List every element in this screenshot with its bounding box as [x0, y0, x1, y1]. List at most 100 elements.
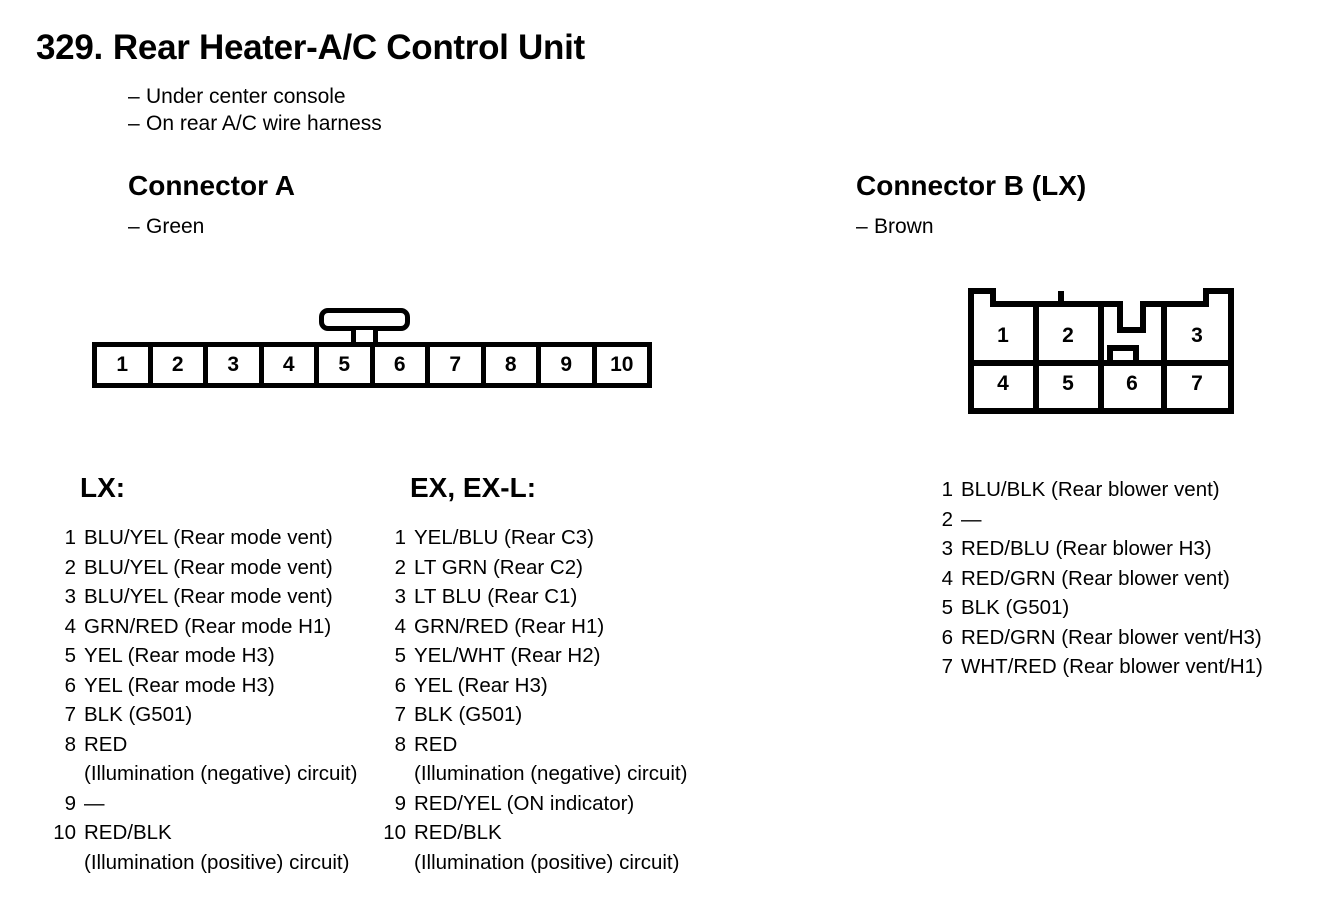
pin-number: 10	[383, 821, 406, 844]
ex-list-heading: EX, EX-L:	[410, 472, 537, 503]
pin-description: RED/GRN (Rear blower vent)	[961, 566, 1230, 590]
pin-description: RED	[84, 732, 128, 756]
pin-number: 8	[64, 732, 76, 756]
pin-row: 9—	[48, 789, 378, 819]
pin-number: 6	[394, 673, 406, 697]
pin-description: BLU/YEL (Rear mode vent)	[84, 555, 333, 579]
pin-description: GRN/RED (Rear H1)	[414, 614, 605, 638]
pin-row: 10 RED/BLK	[48, 818, 378, 848]
connector-a-pin: 3	[208, 347, 259, 383]
pin-number: 4	[64, 614, 76, 638]
connector-b-heading: Connector B (LX)	[856, 170, 1087, 201]
pin-row: 8 RED	[48, 730, 378, 760]
connector-b-color-note: –Brown	[856, 215, 934, 239]
pin-number: 3	[941, 537, 953, 560]
pin-row: 4 GRN/RED (Rear mode H1)	[48, 612, 378, 642]
pin-description: RED	[414, 732, 458, 756]
page-title: 329.Rear Heater-A/C Control Unit	[36, 28, 585, 68]
connector-a-pin: 10	[596, 347, 647, 383]
pin-number: 7	[394, 703, 406, 726]
pin-row: 9 RED/YEL (ON indicator)	[378, 789, 718, 819]
pin-row: 2—	[925, 505, 1295, 535]
pin-row: 2 LT GRN (Rear C2)	[378, 553, 718, 583]
connector-b-pin: 4	[997, 372, 1009, 395]
notes-list: –Under center console –On rear A/C wire …	[128, 83, 382, 137]
pin-number: 6	[941, 625, 953, 649]
pin-number: 6	[64, 673, 76, 697]
connector-a-pin: 4	[263, 347, 314, 383]
pin-description: BLK (G501)	[84, 703, 193, 726]
pin-description: YEL (Rear mode H3)	[84, 644, 275, 667]
pin-number: 9	[394, 791, 406, 815]
pin-row: 5 BLK (G501)	[925, 593, 1295, 623]
pin-row: 8 RED	[378, 730, 718, 760]
pin-number: 9	[64, 791, 76, 815]
pin-row: 7 BLK (G501)	[378, 700, 718, 730]
pin-number: 2	[64, 555, 76, 579]
pin-number: 5	[394, 644, 406, 667]
pin-description: BLK (G501)	[961, 596, 1070, 619]
connector-a-pin: 2	[152, 347, 203, 383]
pin-number: 4	[394, 614, 406, 638]
pin-description: BLK (G501)	[414, 703, 523, 726]
connector-a-diagram: 1 2 3 4 5 6 7 8 9 10	[92, 308, 652, 388]
pin-number: 2	[394, 555, 406, 579]
pin-description: LT BLU (Rear C1)	[414, 585, 578, 608]
pin-description: YEL/WHT (Rear H2)	[414, 644, 601, 667]
pin-number: 3	[64, 585, 76, 608]
note-item: –On rear A/C wire harness	[128, 110, 382, 137]
latch-tab-bar	[319, 308, 410, 331]
connector-b-diagram: 1 2 3 4 5 6 7	[968, 288, 1234, 414]
connector-b-pin: 1	[997, 324, 1009, 347]
pin-row: 3 RED/BLU (Rear blower H3)	[925, 534, 1295, 564]
pin-description-continued: (Illumination (negative) circuit)	[414, 762, 688, 785]
pin-description: BLU/YEL (Rear mode vent)	[84, 526, 333, 549]
connector-a-color-note: –Green	[128, 215, 204, 239]
pin-description-continued: (Illumination (negative) circuit)	[84, 762, 358, 785]
pin-number: 3	[394, 585, 406, 608]
lx-list-heading: LX:	[80, 472, 126, 503]
connector-a-latch-tab	[319, 308, 410, 352]
pin-description: YEL/BLU (Rear C3)	[414, 526, 595, 549]
pin-description: LT GRN (Rear C2)	[414, 555, 583, 579]
connector-a-pin: 6	[374, 347, 425, 383]
pin-number: 7	[64, 703, 76, 726]
connector-a-pin: 8	[485, 347, 536, 383]
pin-description: RED/BLK	[414, 821, 502, 844]
connector-a-body: 1 2 3 4 5 6 7 8 9 10	[92, 342, 652, 388]
connector-b-color-text: Brown	[874, 215, 934, 238]
note-item: –Under center console	[128, 83, 382, 110]
connector-a-heading: Connector A	[128, 170, 295, 201]
pin-row: 5 YEL/WHT (Rear H2)	[378, 641, 718, 671]
pin-description: GRN/RED (Rear mode H1)	[84, 614, 332, 638]
pin-description: —	[84, 791, 105, 815]
pin-description: RED/BLK	[84, 821, 172, 844]
dash-icon: –	[128, 215, 140, 238]
pin-number: 8	[394, 732, 406, 756]
pin-description: RED/BLU (Rear blower H3)	[961, 537, 1212, 560]
note-text: On rear A/C wire harness	[146, 112, 382, 135]
pin-row: 6 YEL (Rear H3)	[378, 671, 718, 701]
pin-number: 5	[941, 596, 953, 619]
pin-number: 1	[64, 526, 76, 549]
pin-number: 5	[64, 644, 76, 667]
pin-description: YEL (Rear H3)	[414, 673, 548, 697]
pin-description: WHT/RED (Rear blower vent/H1)	[961, 655, 1263, 678]
connector-a-pin: 9	[541, 347, 592, 383]
pin-row: 7 BLK (G501)	[48, 700, 378, 730]
pin-row: 3 LT BLU (Rear C1)	[378, 582, 718, 612]
page-title-text: Rear Heater-A/C Control Unit	[112, 28, 585, 67]
pin-number: 10	[53, 821, 76, 844]
pin-description: RED/YEL (ON indicator)	[414, 791, 635, 815]
pin-description: —	[961, 507, 982, 531]
connector-b-pin: 7	[1191, 372, 1203, 395]
pin-row: 2 BLU/YEL (Rear mode vent)	[48, 553, 378, 583]
pin-row: 5 YEL (Rear mode H3)	[48, 641, 378, 671]
connector-a-pin: 7	[430, 347, 481, 383]
